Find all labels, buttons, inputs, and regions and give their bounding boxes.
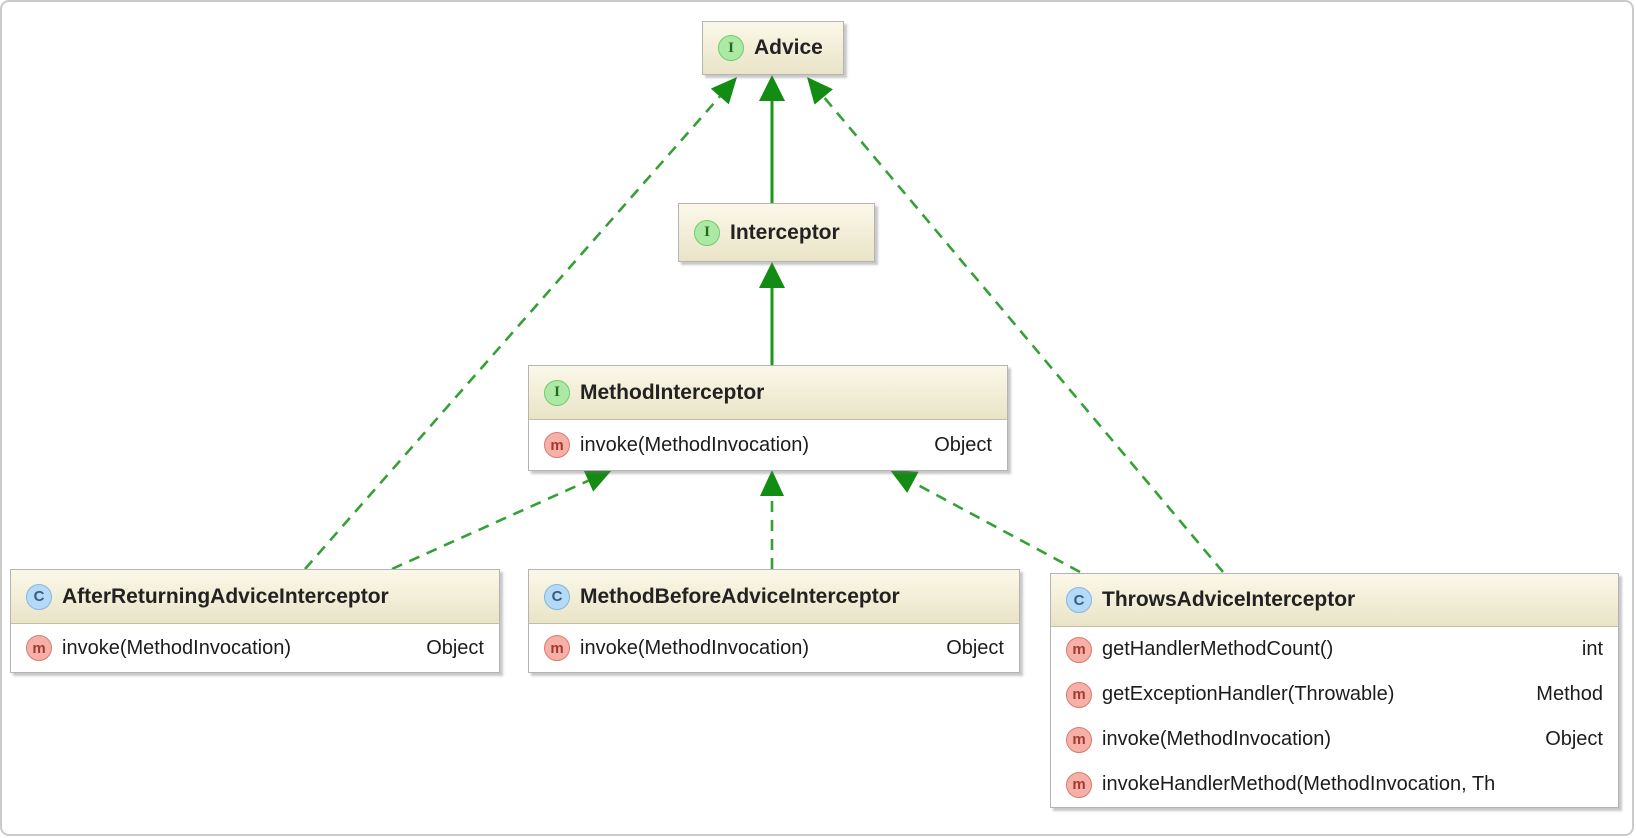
method-row-invoke[interactable]: m invoke(MethodInvocation) Object bbox=[529, 420, 1007, 470]
method-return-type: Object bbox=[426, 636, 484, 659]
node-method-interceptor-header: I MethodInterceptor bbox=[529, 366, 1007, 420]
edge-throws-implements-methodinterceptor bbox=[890, 470, 1081, 574]
method-row-get-exception-handler[interactable]: m getExceptionHandler(Throwable) Method bbox=[1051, 672, 1618, 717]
interface-icon: I bbox=[718, 35, 744, 61]
method-icon: m bbox=[544, 432, 570, 458]
node-throws-header: C ThrowsAdviceInterceptor bbox=[1051, 574, 1618, 627]
edge-afterreturning-implements-methodinterceptor bbox=[391, 469, 612, 571]
method-name: invoke(MethodInvocation) bbox=[580, 636, 810, 659]
node-after-returning-title: AfterReturningAdviceInterceptor bbox=[62, 584, 389, 608]
edge-throws-implements-advice bbox=[807, 77, 1224, 573]
method-return-type: Object bbox=[946, 636, 1004, 659]
node-method-interceptor-title: MethodInterceptor bbox=[580, 380, 765, 404]
method-row-get-handler-method-count[interactable]: m getHandlerMethodCount() int bbox=[1051, 627, 1618, 672]
class-icon: C bbox=[26, 583, 52, 610]
edge-methodinterceptor-extends-interceptor bbox=[759, 262, 785, 365]
method-row-invoke[interactable]: m invoke(MethodInvocation) Object bbox=[11, 624, 499, 672]
node-advice-header: I Advice bbox=[703, 22, 843, 74]
node-method-before-title: MethodBeforeAdviceInterceptor bbox=[580, 584, 900, 608]
node-after-returning-header: C AfterReturningAdviceInterceptor bbox=[11, 570, 499, 624]
edge-afterreturning-implements-advice bbox=[304, 77, 737, 570]
method-return-type: Object bbox=[934, 433, 992, 456]
method-row-invoke-handler-method[interactable]: m invokeHandlerMethod(MethodInvocation, … bbox=[1051, 762, 1618, 807]
method-row-invoke[interactable]: m invoke(MethodInvocation) Object bbox=[1051, 717, 1618, 762]
method-icon: m bbox=[26, 635, 52, 661]
interface-icon: I bbox=[544, 379, 570, 406]
method-name: invoke(MethodInvocation) bbox=[580, 433, 810, 456]
method-row-invoke[interactable]: m invoke(MethodInvocation) Object bbox=[529, 624, 1019, 672]
method-name: getExceptionHandler(Throwable) bbox=[1102, 683, 1395, 705]
node-interceptor[interactable]: I Interceptor bbox=[678, 203, 875, 262]
class-icon: C bbox=[544, 583, 570, 610]
node-interceptor-title: Interceptor bbox=[730, 220, 840, 244]
edge-interceptor-extends-advice bbox=[759, 75, 785, 203]
method-icon: m bbox=[1066, 771, 1092, 798]
method-name: invoke(MethodInvocation) bbox=[1102, 728, 1332, 750]
edge-methodbefore-implements-methodinterceptor bbox=[760, 470, 784, 569]
method-icon: m bbox=[1066, 726, 1092, 753]
method-return-type: int bbox=[1581, 638, 1603, 660]
method-return-type: Method bbox=[1536, 683, 1603, 705]
class-icon: C bbox=[1066, 587, 1092, 613]
node-after-returning-advice-interceptor[interactable]: C AfterReturningAdviceInterceptor m invo… bbox=[10, 569, 500, 673]
node-advice[interactable]: I Advice bbox=[702, 21, 844, 75]
method-name: invoke(MethodInvocation) bbox=[62, 636, 292, 659]
node-method-interceptor[interactable]: I MethodInterceptor m invoke(MethodInvoc… bbox=[528, 365, 1008, 471]
node-throws-title: ThrowsAdviceInterceptor bbox=[1102, 588, 1356, 611]
method-return-type: Object bbox=[1545, 728, 1603, 750]
method-icon: m bbox=[1066, 681, 1092, 708]
method-icon: m bbox=[1066, 636, 1092, 663]
node-advice-title: Advice bbox=[754, 36, 823, 59]
node-interceptor-header: I Interceptor bbox=[679, 204, 874, 261]
node-throws-advice-interceptor[interactable]: C ThrowsAdviceInterceptor m getHandlerMe… bbox=[1050, 573, 1619, 808]
node-method-before-header: C MethodBeforeAdviceInterceptor bbox=[529, 570, 1019, 624]
node-method-before-advice-interceptor[interactable]: C MethodBeforeAdviceInterceptor m invoke… bbox=[528, 569, 1020, 673]
method-name: getHandlerMethodCount() bbox=[1102, 638, 1334, 660]
interface-icon: I bbox=[694, 219, 720, 246]
method-icon: m bbox=[544, 635, 570, 661]
method-name: invokeHandlerMethod(MethodInvocation, Th bbox=[1102, 773, 1496, 795]
